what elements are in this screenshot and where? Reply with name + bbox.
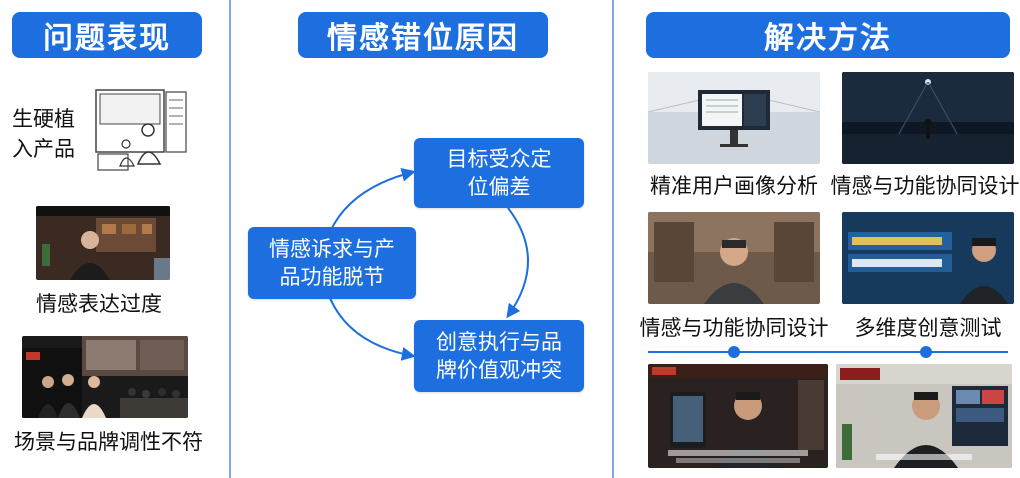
solutions-header: 解决方法 bbox=[646, 12, 1010, 58]
cause-node-audience-bias: 目标受众定 位偏差 bbox=[414, 138, 584, 208]
brand-mismatch-scene-image bbox=[22, 336, 188, 418]
column-divider-right bbox=[612, 0, 614, 478]
cause-node-creative-conflict: 创意执行与品 牌价值观冲突 bbox=[414, 320, 584, 392]
exaggerated-emotion-video-image bbox=[36, 206, 170, 280]
solution-label-creative-test: 多维度创意测试 bbox=[854, 316, 1002, 340]
cause-creative-line1: 创意执行与品 bbox=[436, 330, 562, 354]
column-divider-left bbox=[229, 0, 231, 478]
cause-appeal-line1: 情感诉求与产 bbox=[269, 237, 395, 261]
timeline-dot-2 bbox=[920, 346, 932, 358]
timeline-dot-1 bbox=[728, 346, 740, 358]
solution-video-frame-1 bbox=[648, 364, 828, 468]
cause-appeal-line2: 品功能脱节 bbox=[279, 265, 385, 289]
problem-label-scene-mismatch: 场景与品牌调性不符 bbox=[14, 430, 203, 454]
solution-label-coordinated-design-2: 情感与功能协同设计 bbox=[639, 316, 829, 340]
user-profile-analysis-image bbox=[648, 72, 820, 164]
cause-creative-line2: 牌价值观冲突 bbox=[436, 358, 562, 382]
arrow-appeal-to-target bbox=[329, 167, 416, 233]
solution-label-user-profile: 精准用户画像分析 bbox=[650, 174, 818, 198]
arrow-appeal-to-creative bbox=[329, 297, 416, 361]
problem-label-over-emotion: 情感表达过度 bbox=[36, 292, 162, 316]
cycle-arrows bbox=[329, 167, 529, 361]
cause-target-line2: 位偏差 bbox=[467, 175, 531, 199]
emotion-function-design-image-b bbox=[648, 212, 820, 304]
emotion-function-design-image-a bbox=[842, 72, 1014, 164]
cause-node-appeal-function-gap: 情感诉求与产 品功能脱节 bbox=[248, 227, 416, 299]
solution-label-coordinated-design-1: 情感与功能协同设计 bbox=[830, 174, 1020, 198]
multi-dimensional-test-image bbox=[842, 212, 1014, 304]
causes-header: 情感错位原因 bbox=[298, 12, 548, 58]
arrow-target-to-creative bbox=[506, 207, 529, 319]
product-placement-sketch-image bbox=[90, 84, 190, 174]
cause-target-line1: 目标受众定 bbox=[446, 147, 552, 171]
problems-header: 问题表现 bbox=[12, 12, 202, 58]
solutions-timeline bbox=[648, 351, 1008, 353]
problem-label-product-placement: 生硬植 入产品 bbox=[12, 107, 75, 161]
solution-video-frame-2 bbox=[836, 364, 1012, 468]
